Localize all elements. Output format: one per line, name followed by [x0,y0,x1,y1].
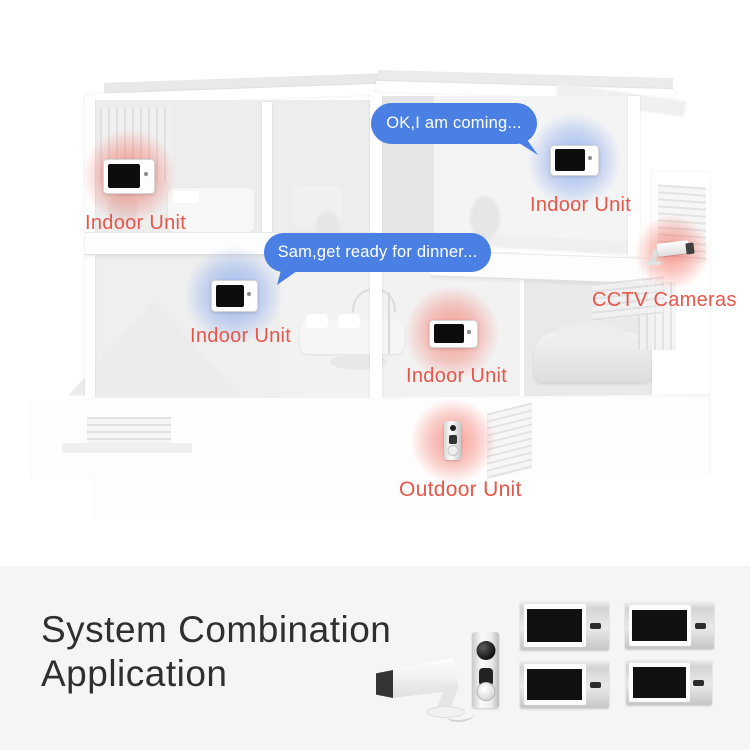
monitor-button [590,681,601,688]
cctv-body [656,240,690,257]
foundation-vent [87,417,171,445]
indoor-unit-monitor-icon [103,159,155,194]
indoor-unit-monitor-icon [550,145,599,176]
monitor-button [590,622,601,629]
bubble-ok-text: OK,I am coming... [386,114,522,132]
house-illustration: OK,I am coming... Sam,get ready for dinn… [30,69,737,520]
speech-bubble-sam: Sam,get ready for dinner... [264,233,491,272]
bed-pillow [173,191,199,203]
monitor-camera-dot [587,156,592,161]
right-upper-wall [628,96,640,256]
monitor-camera-dot [247,291,252,296]
speech-bubble-ok: OK,I am coming... [371,103,537,144]
label-outdoor-unit: Outdoor Unit [399,478,522,501]
car-roof [556,322,626,346]
monitor-screen [527,668,583,701]
indoor-monitor-product-icon-2 [625,602,714,649]
foundation [30,394,710,520]
outdoor-doorbell-icon [444,421,461,460]
cctv-bullet-camera-icon [645,236,703,268]
bottom-section: System Combination Application [0,566,750,750]
doorbell-product-button [476,682,495,701]
monitor-screen [108,163,140,189]
bubble-sam-text: Sam,get ready for dinner... [277,243,478,261]
sofa-cushion-1 [306,314,328,328]
label-indoor-unit-center: Indoor Unit [406,365,508,387]
cctv-camera-product-icon [375,654,475,722]
porch-step [62,443,192,453]
doorbell-button [447,445,458,456]
monitor-screen [632,667,687,698]
gate-slats [487,402,532,480]
indoor-monitor-product-icon-3 [520,661,609,708]
upper-divider-wall [262,102,272,234]
monitor-screen [433,324,464,344]
section-title-line1: System Combination [41,609,392,650]
indoor-unit-monitor-icon [211,280,258,312]
doorbell-sensor [448,435,457,444]
monitor-screen [554,149,585,171]
monitor-button [695,622,706,629]
indoor-unit-monitor-icon [429,320,478,348]
indoor-monitor-product-icon-1 [520,601,609,650]
section-title: System Combination Application [41,608,391,696]
outdoor-doorbell-product-icon [472,632,499,708]
cctv-mount-base [646,261,661,265]
sofa-cushion-2 [338,314,360,328]
cctv-product-cable [447,708,475,722]
label-cctv-cameras: CCTV Cameras [592,289,737,311]
indoor-monitor-product-icon-4 [626,660,712,705]
plant-terrace [470,196,500,240]
cctv-product-lens [376,670,393,698]
doorbell-product-camera [476,641,495,660]
label-indoor-unit-top-left: Indoor Unit [85,212,187,234]
monitor-camera-dot [466,330,471,335]
monitor-screen [632,609,688,642]
doorbell-camera [449,425,456,431]
label-indoor-unit-mid-left: Indoor Unit [190,325,292,347]
floor-lamp-pole [388,292,390,354]
label-indoor-unit-top-right: Indoor Unit [530,194,632,216]
monitor-screen [527,608,583,643]
monitor-screen [215,284,245,307]
monitor-button [693,679,705,686]
monitor-camera-dot [143,171,148,176]
doorbell-product-sensor [478,668,493,686]
section-title-line2: Application [41,653,228,694]
cctv-lens [685,242,695,255]
